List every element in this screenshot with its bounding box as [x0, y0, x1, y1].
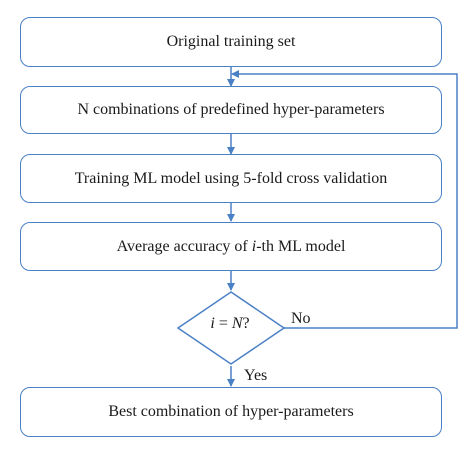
step-average-accuracy-label: Average accuracy of i-th ML model	[117, 238, 346, 256]
decision-question-mark: ?	[242, 315, 250, 332]
decision-label: i = N?	[176, 315, 284, 339]
step-average-accuracy: Average accuracy of i-th ML model	[20, 222, 442, 271]
result-best-combination: Best combination of hyper-parameters	[20, 387, 442, 437]
step-training-cross-validation-label: Training ML model using 5-fold cross val…	[74, 169, 388, 187]
step-average-accuracy-var: i	[251, 237, 257, 255]
step-average-accuracy-suffix: -th ML model	[256, 237, 346, 255]
arrow-no-loop	[231, 70, 458, 329]
decision-diamond	[176, 291, 286, 365]
step-original-training-set-label: Original training set	[166, 33, 296, 50]
decision-var-i: i	[210, 315, 215, 332]
step-hyperparameter-combinations: N combinations of predefined hyper-param…	[20, 86, 442, 134]
result-best-combination-label: Best combination of hyper-parameters	[108, 403, 354, 420]
step-original-training-set: Original training set	[20, 17, 442, 67]
yes-branch-label: Yes	[244, 367, 268, 384]
step-average-accuracy-prefix: Average accuracy of	[116, 237, 252, 255]
step-hyperparameter-combinations-label: N combinations of predefined hyper-param…	[77, 101, 385, 118]
no-branch-label: No	[291, 310, 311, 327]
decision-var-n: N	[231, 315, 243, 332]
step-training-cross-validation: Training ML model using 5-fold cross val…	[20, 154, 442, 203]
decision-operator: =	[214, 315, 232, 332]
